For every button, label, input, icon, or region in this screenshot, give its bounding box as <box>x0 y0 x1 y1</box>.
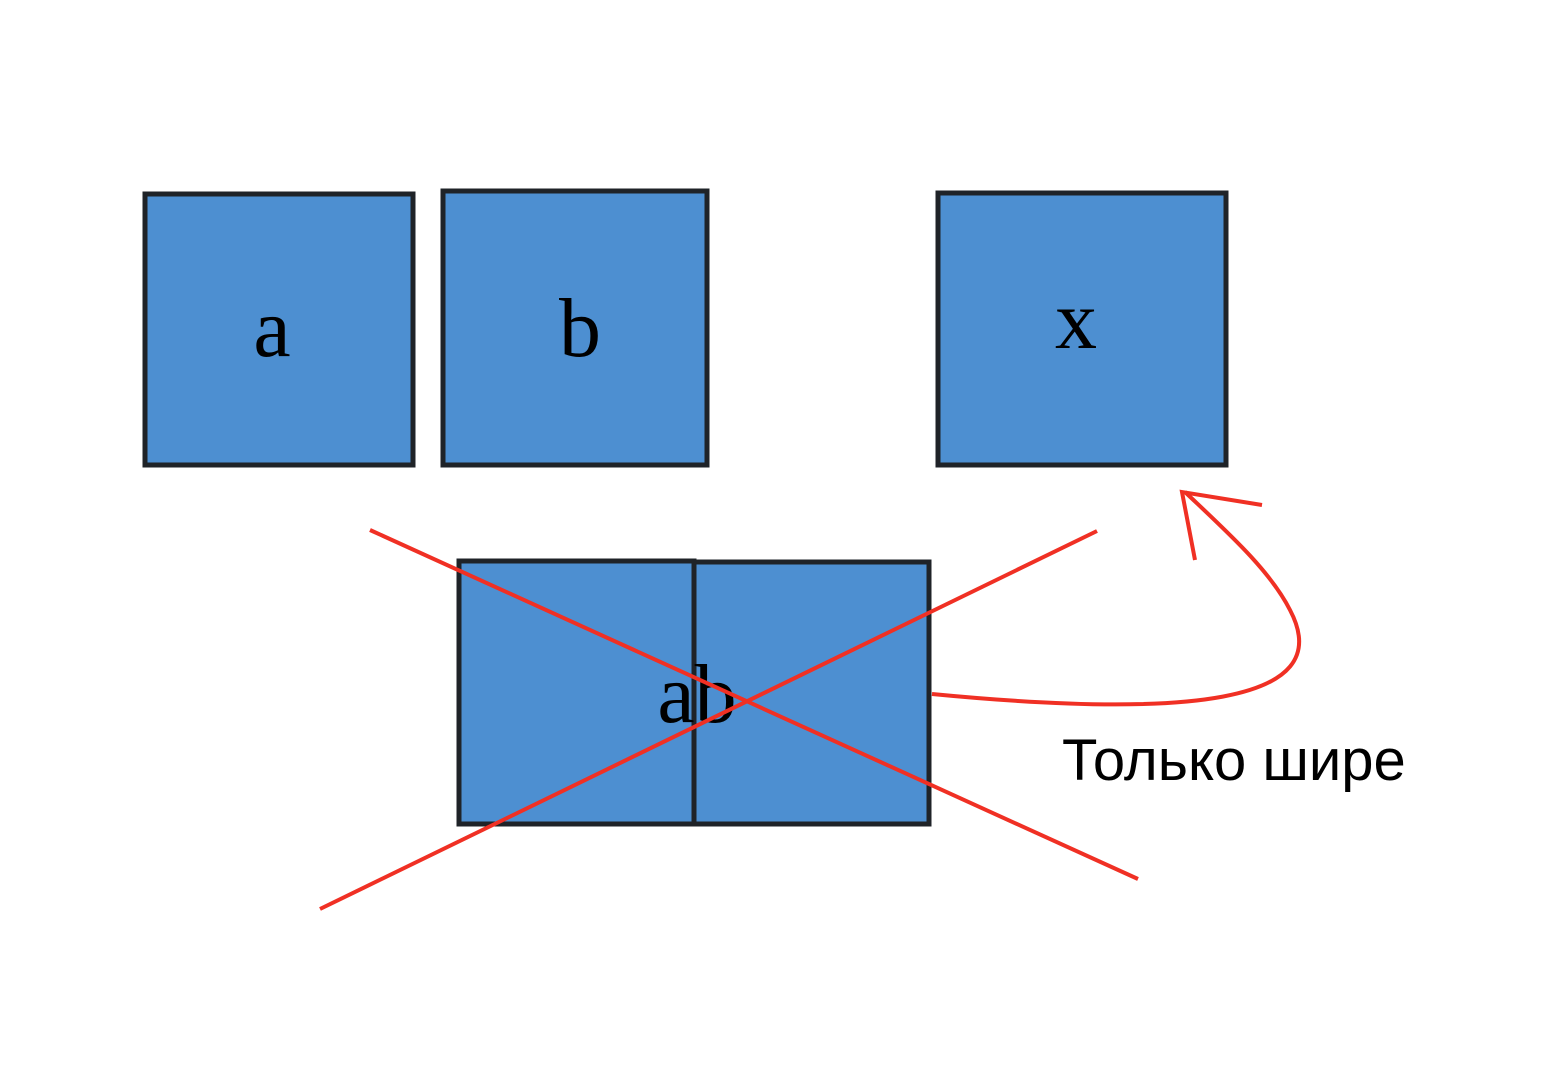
cross-mark <box>319 528 1139 911</box>
box-a: a <box>142 191 416 468</box>
box-b-label: b <box>559 282 601 375</box>
box-a-label: a <box>253 282 290 375</box>
box-x: x <box>935 190 1229 468</box>
box-a-rect <box>142 191 416 468</box>
box-x-rect <box>935 190 1229 468</box>
curved-arrow-path <box>931 490 1302 707</box>
box-x-label: x <box>1055 274 1097 367</box>
box-b-rect <box>440 188 710 468</box>
box-ab: ab <box>456 558 932 827</box>
curved-arrow <box>931 489 1302 707</box>
cross-line-1 <box>369 528 1139 881</box>
annotation-text: Только шире <box>1062 728 1406 793</box>
cross-line-2 <box>319 529 1098 911</box>
box-b: b <box>440 188 710 468</box>
arrow-head-icon <box>1179 489 1263 561</box>
